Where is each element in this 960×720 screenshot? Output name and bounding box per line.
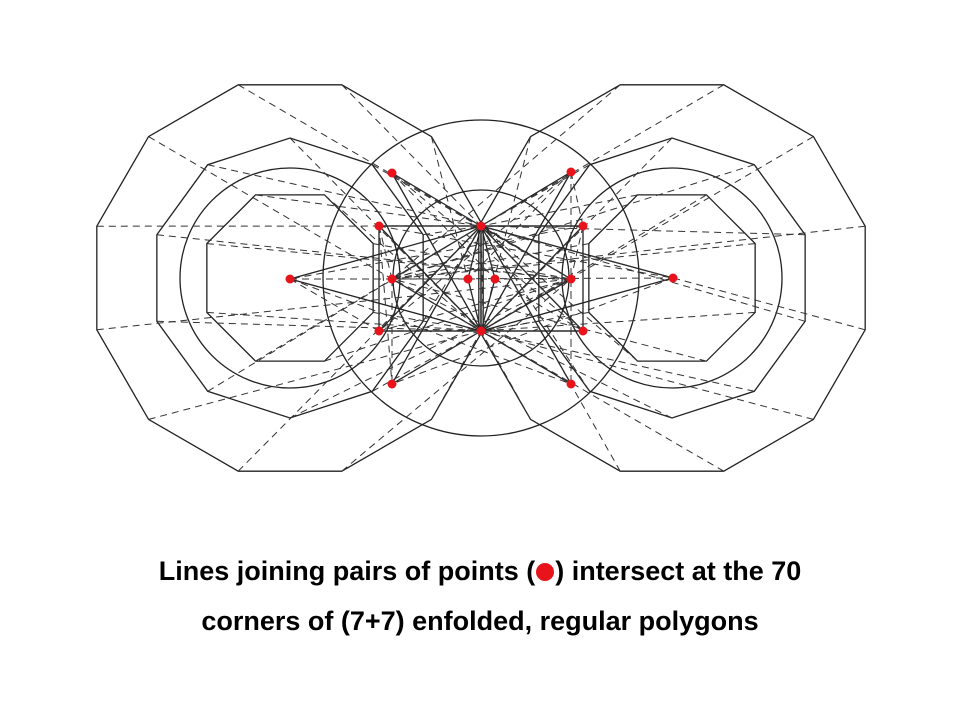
dashed-line <box>391 234 540 280</box>
dashed-line <box>378 225 393 280</box>
dashed-line <box>480 136 814 332</box>
dashed-line <box>289 225 584 280</box>
spoke-line <box>391 330 482 385</box>
caption-line-1-end: ) intersect at the 70 <box>555 556 802 586</box>
spoke-line <box>480 277 674 332</box>
red-point <box>374 221 384 231</box>
dashed-line <box>378 171 572 332</box>
dashed-line <box>206 311 482 332</box>
dashed-line <box>373 243 572 280</box>
dashed-line <box>324 278 572 362</box>
dashed-line <box>391 278 707 362</box>
polygon-outlines <box>96 84 866 472</box>
dashed-line <box>391 278 725 472</box>
caption-line-2: corners of (7+7) enfolded, regular polyg… <box>201 606 759 636</box>
dashed-line <box>480 330 572 385</box>
dashed-line <box>480 225 638 362</box>
dashed-line <box>480 164 590 227</box>
red-point <box>578 326 588 336</box>
dashed-line <box>480 137 673 332</box>
red-point <box>476 221 486 231</box>
red-point <box>566 274 576 284</box>
dashed-line <box>341 84 482 227</box>
dashed-line <box>391 277 674 280</box>
red-point <box>285 274 295 284</box>
dashed-line <box>480 194 707 332</box>
dashed-line <box>480 225 806 322</box>
dashed-line <box>391 278 673 419</box>
dashed-line <box>391 277 674 385</box>
dashed-line <box>480 330 755 392</box>
red-point <box>578 221 588 231</box>
dashed-line <box>391 172 496 280</box>
dashed-line <box>480 225 496 280</box>
dashed-line <box>423 225 482 236</box>
red-point <box>387 274 397 284</box>
dashed-line <box>480 330 532 420</box>
dashed-line <box>237 225 482 472</box>
caption-line-1: Lines joining pairs of points ( ) interse… <box>0 556 960 587</box>
red-point <box>387 168 397 178</box>
dashed-line <box>148 330 482 420</box>
dashed-line <box>237 84 572 280</box>
dashed-line <box>391 278 480 331</box>
red-point <box>668 273 678 283</box>
red-dot-icon <box>536 563 555 581</box>
dashed-line <box>480 225 484 330</box>
dashed-line <box>378 225 393 385</box>
polygon-outline <box>206 194 374 362</box>
red-point <box>463 274 473 284</box>
dashed-line <box>156 234 572 280</box>
dashed-line <box>570 171 584 227</box>
red-point <box>566 379 576 389</box>
red-point <box>476 326 486 336</box>
red-point <box>490 274 500 284</box>
red-point <box>374 326 384 336</box>
dashed-line <box>373 311 482 332</box>
caption-line-1-start: Lines joining pairs of points ( <box>158 556 536 586</box>
dashed-line <box>430 136 482 332</box>
dashed-line <box>480 84 725 227</box>
red-points <box>285 167 678 389</box>
red-point <box>387 379 397 389</box>
polygon-outline <box>156 137 424 419</box>
dashed-line <box>255 225 482 362</box>
dashed-line <box>391 225 866 280</box>
dashed-line <box>324 194 482 332</box>
spoke-line <box>480 171 572 227</box>
dashed-line <box>480 225 806 236</box>
circle-outline <box>322 119 640 437</box>
red-point <box>566 167 576 177</box>
dashed-line <box>494 278 584 332</box>
connecting-lines <box>96 84 866 472</box>
dashed-line <box>289 278 572 419</box>
dashed-line <box>391 172 482 227</box>
dashed-line <box>207 164 482 227</box>
dashed-line <box>480 136 532 332</box>
dashed-line <box>480 194 638 227</box>
dashed-line <box>467 171 572 280</box>
dashed-line <box>391 243 756 280</box>
dashed-line <box>96 278 572 331</box>
dashed-line <box>378 278 572 332</box>
dashed-line <box>341 278 572 472</box>
dashed-line <box>480 311 756 332</box>
spoke-line <box>480 225 572 385</box>
dashed-line <box>480 330 814 420</box>
dashed-line <box>378 225 674 279</box>
enfolded-polygons-diagram <box>96 84 866 472</box>
dashed-line <box>372 330 482 392</box>
dashed-line <box>391 84 621 280</box>
dashed-line <box>422 225 482 322</box>
dashed-line <box>255 194 482 227</box>
dashed-line <box>570 225 584 280</box>
dashed-line <box>289 137 482 332</box>
dashed-line <box>480 225 591 392</box>
dashed-line <box>289 278 380 332</box>
spoke-line <box>289 278 482 332</box>
dashed-line <box>156 320 482 332</box>
dashed-line <box>148 136 482 332</box>
dashed-line <box>391 164 755 280</box>
